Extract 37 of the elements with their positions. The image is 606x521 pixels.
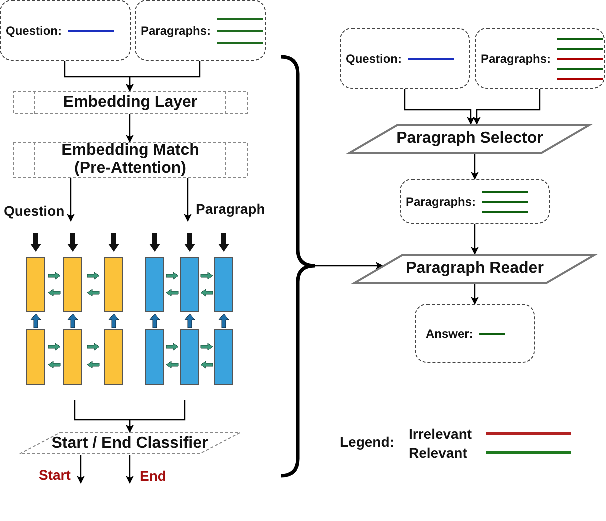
arrow	[471, 154, 479, 180]
input-box	[415, 304, 535, 363]
arrow	[126, 114, 134, 143]
field-label: Paragraphs:	[481, 52, 552, 66]
arrow	[184, 178, 192, 222]
arrow	[126, 455, 134, 484]
arrow	[67, 178, 75, 222]
input-box	[340, 28, 470, 89]
legend-title: Legend:	[340, 434, 394, 450]
arrow	[473, 89, 541, 125]
edge-label: End	[140, 468, 166, 484]
arrow	[126, 400, 186, 433]
field-label: Answer:	[426, 326, 474, 340]
input-box	[400, 179, 550, 224]
input-box	[135, 0, 266, 61]
node-label: Embedding Match (Pre-Attention)	[60, 142, 200, 178]
process-parallelogram	[20, 432, 240, 455]
node-label: Embedding Layer	[63, 94, 198, 112]
field-label: Paragraphs:	[406, 194, 476, 208]
legend-label: Relevant	[409, 445, 468, 461]
legend-label: Irrelevant	[409, 426, 472, 442]
layer-box	[13, 142, 248, 178]
arrow	[471, 284, 479, 305]
layer-box	[13, 91, 248, 114]
field-label: Paragraphs:	[141, 24, 212, 38]
field-label: Question:	[6, 24, 62, 38]
arrow	[77, 455, 85, 484]
edge-label: Start	[39, 467, 71, 483]
edge-label: Paragraph	[196, 201, 266, 217]
arrow	[126, 61, 201, 92]
arrow	[404, 89, 475, 125]
input-box	[0, 0, 131, 61]
field-label: Question:	[346, 52, 402, 66]
node-label: Start / End Classifier	[52, 434, 208, 452]
arrow	[471, 224, 479, 255]
edge-label: Question	[4, 203, 65, 219]
input-box	[475, 28, 605, 89]
